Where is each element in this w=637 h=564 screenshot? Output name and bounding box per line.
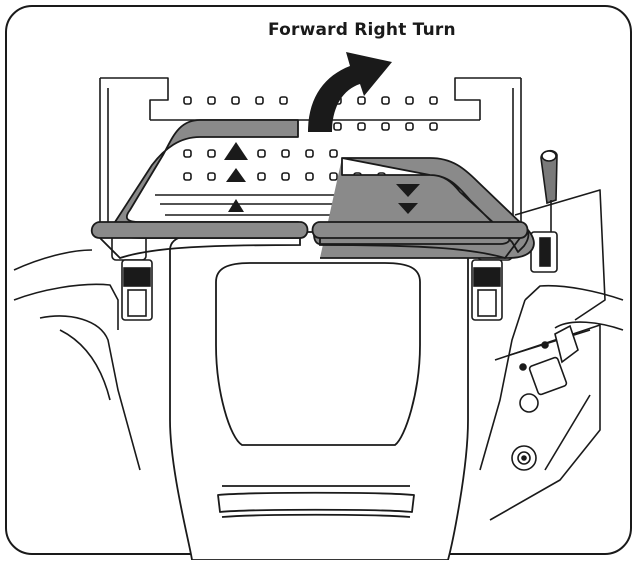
lever-handles (90, 221, 529, 260)
right-steering-lever (313, 157, 535, 259)
reverse-arrows-icon (396, 184, 420, 214)
diagram-caption: Forward Right Turn (268, 20, 456, 40)
curved-turn-arrow-icon (308, 52, 392, 132)
left-lever-mount (111, 231, 153, 321)
operator-seat (169, 231, 469, 561)
machine-side-frame (13, 249, 624, 471)
control-panel-switches (511, 324, 579, 471)
forward-arrows-icon (224, 142, 248, 212)
throttle-lever (530, 149, 558, 273)
